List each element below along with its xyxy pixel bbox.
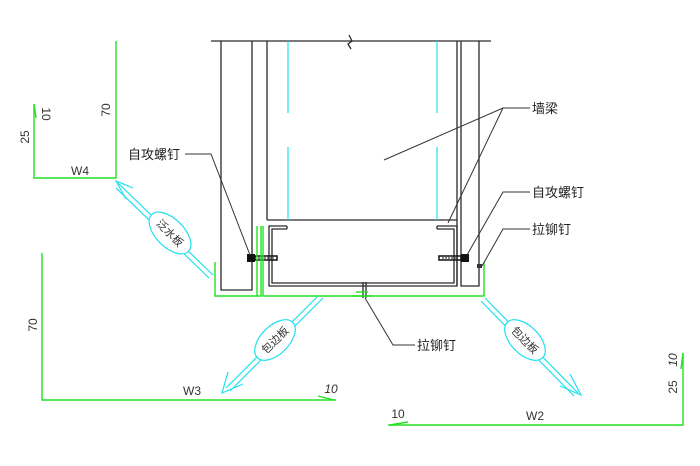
screw-right (438, 254, 469, 262)
rivet-icon (477, 264, 482, 268)
callout-bubble (148, 211, 192, 255)
right-column (460, 41, 480, 287)
wall-structure (211, 34, 491, 291)
wall-beam-outer (268, 225, 458, 287)
profile-w3-dim-10: 10 (324, 382, 338, 396)
callout-trim-bottom-left: 包边板 (221, 295, 324, 395)
label-rivet-right: 拉铆钉 (532, 223, 571, 238)
leader-rivet-bottom (364, 297, 415, 346)
screw-shank (254, 255, 278, 261)
profile-w2: W2 10 25 10 (388, 352, 684, 426)
callout-trim-bottom-right: 包边板 (480, 297, 583, 397)
profile-w2-name: W2 (526, 409, 544, 423)
label-wall-beam: 墙梁 (532, 102, 558, 117)
profile-w2-dim-25: 25 (666, 380, 680, 394)
profile-w2-dim-10-right: 10 (666, 353, 680, 367)
rivet-right (477, 264, 482, 268)
label-self-tapping-screw-right: 自攻螺钉 (532, 186, 584, 201)
profile-w2-hem-right (680, 352, 684, 370)
profile-w4-hem (33, 103, 37, 119)
screw-head-icon (461, 254, 469, 262)
profile-w2-dim-10-left: 10 (391, 407, 405, 421)
label-self-tapping-screw-left: 自攻螺钉 (128, 148, 180, 163)
leaders (185, 107, 530, 346)
installed-flashing (214, 226, 485, 297)
leader-screw-left (185, 153, 251, 256)
arrow-icon (559, 373, 583, 397)
profile-w4-dim-25: 25 (18, 130, 32, 144)
center-lines (287, 41, 438, 220)
profile-w3-name: W3 (183, 384, 201, 398)
profile-w4-dim-70: 70 (99, 103, 113, 117)
trim-bottom-installed (262, 226, 485, 297)
arrow-icon (221, 371, 244, 395)
profile-w2-shape (388, 353, 684, 426)
left-column (220, 41, 253, 291)
callout-flashing-left: 泛水板 (114, 179, 214, 279)
callout-bubble (254, 319, 296, 361)
callout-bubble (504, 319, 546, 361)
profile-w3-shape (41, 253, 336, 401)
screw-shank (438, 255, 462, 261)
profile-w4: W4 70 25 10 (18, 41, 117, 179)
profile-w3-dim-70: 70 (26, 318, 40, 332)
label-rivet-bottom: 拉铆钉 (417, 339, 456, 354)
leader-wall-beam-2 (447, 107, 504, 224)
profile-w2-hem-left (389, 421, 409, 426)
leader-rivet-right (481, 228, 530, 267)
profile-w4-name: W4 (71, 164, 89, 178)
arrow-icon (114, 179, 134, 200)
break-symbol (347, 34, 353, 50)
profile-w3-hem (317, 395, 335, 401)
wall-beam-inner (271, 228, 455, 284)
flashing-left-installed (214, 226, 262, 297)
profile-w3: W3 70 10 (26, 253, 338, 401)
profile-w4-dim-10: 10 (39, 107, 53, 121)
screw-head-icon (247, 254, 255, 262)
leader-screw-right (466, 191, 530, 256)
screw-left (247, 254, 278, 262)
profile-w4-shape (33, 41, 117, 179)
